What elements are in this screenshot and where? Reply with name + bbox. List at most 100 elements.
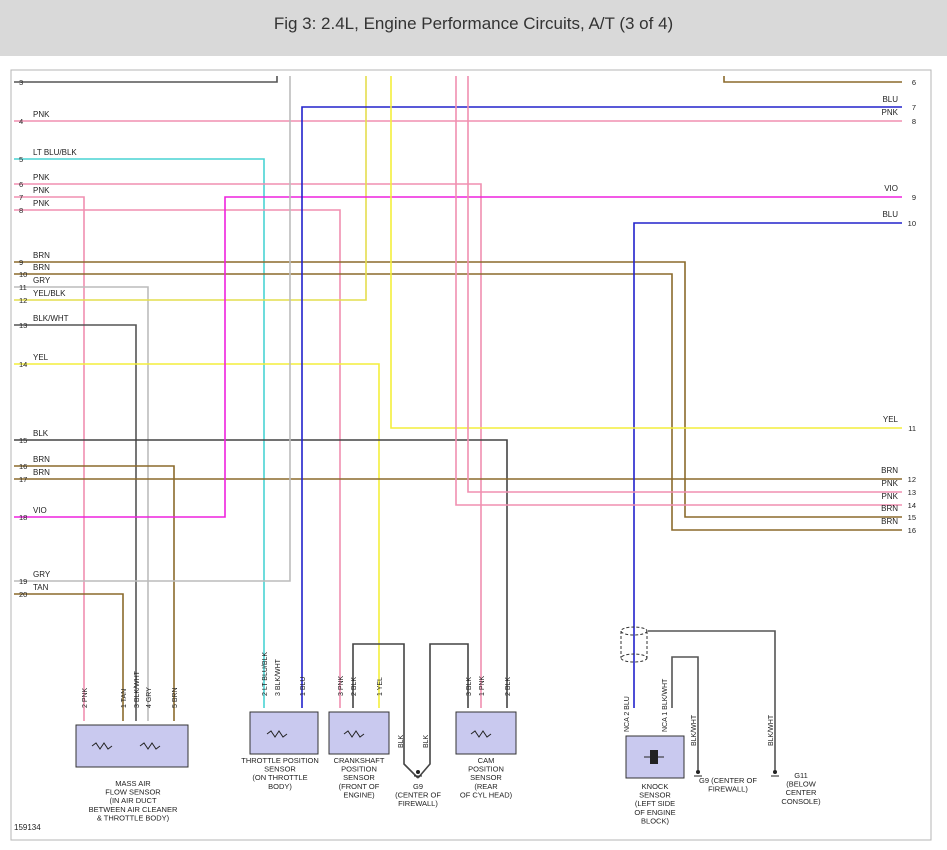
right-pin-number: 9 bbox=[912, 193, 916, 202]
wire-blu-7 bbox=[301, 106, 902, 708]
ckp-caption: POSITION bbox=[341, 765, 377, 774]
knock-caption: BLOCK) bbox=[641, 816, 669, 825]
tps-caption: SENSOR bbox=[264, 765, 296, 774]
left-pin-number: 19 bbox=[19, 577, 27, 586]
wire-blkwht-shield bbox=[648, 630, 776, 770]
g11-caption: (BELOW bbox=[786, 780, 817, 789]
left-pin-number: 18 bbox=[19, 513, 27, 522]
figure-header: Fig 3: 2.4L, Engine Performance Circuits… bbox=[0, 0, 947, 56]
cmp-caption: SENSOR bbox=[470, 773, 502, 782]
left-wire-label: GRY bbox=[33, 570, 51, 579]
wire-pnk-6 bbox=[14, 183, 482, 708]
right-wire-label: BRN bbox=[881, 517, 898, 526]
knock-sensor-box bbox=[625, 735, 685, 779]
right-wire-label: BLU bbox=[882, 210, 898, 219]
wire-yel-14 bbox=[14, 363, 380, 708]
left-wire-label: TAN bbox=[33, 583, 49, 592]
g11-ground-symbol bbox=[773, 770, 777, 774]
wire-blkwht-3 bbox=[14, 76, 278, 83]
knock-caption: SENSOR bbox=[639, 791, 671, 800]
blk-wire-label-a: BLK bbox=[398, 734, 405, 748]
left-wire-label: PNK bbox=[33, 199, 50, 208]
wire-pnk-14 bbox=[455, 76, 902, 506]
left-wire-label: VIO bbox=[33, 506, 47, 515]
cmp-pin-label: 2 BLK bbox=[505, 677, 512, 696]
wire-blu-10 bbox=[633, 222, 902, 708]
left-wire-label: GRY bbox=[33, 276, 51, 285]
right-wire-label: PNK bbox=[882, 479, 899, 488]
blk-wire-label-b: BLK bbox=[423, 734, 430, 748]
maf-resistor-right bbox=[139, 742, 161, 750]
figure-id: 159134 bbox=[14, 823, 41, 832]
left-pin-number: 13 bbox=[19, 321, 27, 330]
tps-pin-label: 3 BLK/WHT bbox=[275, 658, 282, 696]
ckp-pin-label: 2 BLK bbox=[351, 677, 358, 696]
blkwht-wire-label-b: BLK/WHT bbox=[768, 714, 775, 746]
right-pin-number: 11 bbox=[908, 424, 916, 433]
wire-vio-18-9 bbox=[14, 196, 902, 518]
left-wire-label: YEL bbox=[33, 353, 49, 362]
wire-blk-15 bbox=[14, 439, 508, 708]
wire-blkwht-13 bbox=[14, 324, 137, 721]
wire-brn-16 bbox=[14, 465, 175, 721]
left-wire-label: BRN bbox=[33, 263, 50, 272]
right-pin-number: 16 bbox=[908, 526, 916, 535]
cmp-caption: POSITION bbox=[468, 765, 504, 774]
ckp-sensor-box bbox=[328, 711, 390, 755]
g9b-caption: FIREWALL) bbox=[708, 785, 748, 794]
g11-caption: CONSOLE) bbox=[781, 797, 821, 806]
right-wire-label: VIO bbox=[884, 184, 898, 193]
left-wire-label: BRN bbox=[33, 455, 50, 464]
g9b-caption: G9 (CENTER OF bbox=[699, 776, 757, 785]
right-pin-number: 15 bbox=[908, 513, 916, 522]
ckp-caption: ENGINE) bbox=[343, 790, 375, 799]
left-pin-number: 4 bbox=[19, 117, 23, 126]
right-wire-label: PNK bbox=[882, 108, 899, 117]
left-wire-label: BRN bbox=[33, 251, 50, 260]
left-wire-label: LT BLU/BLK bbox=[33, 148, 77, 157]
right-wire-label: BRN bbox=[881, 466, 898, 475]
g9-caption: (CENTER OF bbox=[395, 791, 441, 800]
left-wire-label: BLK/WHT bbox=[33, 314, 69, 323]
maf-pin-label: 5 BRN bbox=[172, 687, 179, 708]
wire-tan-20 bbox=[14, 593, 124, 721]
right-pin-number: 10 bbox=[908, 219, 916, 228]
wire-brn-6 bbox=[723, 76, 902, 83]
left-pin-number: 20 bbox=[19, 590, 27, 599]
ckp-potentiometer bbox=[343, 730, 365, 738]
wire-pnk-13 bbox=[467, 76, 902, 493]
tps-caption: BODY) bbox=[268, 782, 292, 791]
figure-title: Fig 3: 2.4L, Engine Performance Circuits… bbox=[273, 14, 674, 33]
left-pin-number: 11 bbox=[19, 283, 27, 292]
maf-sensor-box bbox=[75, 724, 189, 768]
ckp-caption: (FRONT OF bbox=[339, 782, 380, 791]
tps-caption: (ON THROTTLE bbox=[252, 773, 307, 782]
left-pin-number: 9 bbox=[19, 258, 23, 267]
tps-potentiometer bbox=[266, 730, 288, 738]
ckp-caption: SENSOR bbox=[343, 773, 375, 782]
left-pin-number: 16 bbox=[19, 462, 27, 471]
g11-caption: CENTER bbox=[786, 788, 817, 797]
left-wire-label: YEL/BLK bbox=[33, 289, 66, 298]
maf-resistor-left bbox=[91, 742, 113, 750]
left-wire-label: BLK bbox=[33, 429, 49, 438]
maf-caption: (IN AIR DUCT bbox=[109, 796, 157, 805]
tps-caption: THROTTLE POSITION bbox=[241, 756, 319, 765]
wire-group bbox=[14, 76, 902, 779]
left-pin-number: 7 bbox=[19, 193, 23, 202]
diagram-border bbox=[10, 69, 932, 841]
right-pin-number: 8 bbox=[912, 117, 916, 126]
wire-blk-cmp-ground bbox=[417, 643, 469, 779]
right-wire-label: YEL bbox=[883, 415, 899, 424]
left-pin-number: 17 bbox=[19, 475, 27, 484]
left-wire-label: BRN bbox=[33, 468, 50, 477]
left-pin-number: 14 bbox=[19, 360, 27, 369]
left-pin-number: 8 bbox=[19, 206, 23, 215]
right-pin-number: 7 bbox=[912, 103, 916, 112]
knock-pin-label: NCA 2 BLU bbox=[624, 696, 631, 732]
blkwht-wire-label-a: BLK/WHT bbox=[691, 714, 698, 746]
left-pin-number: 15 bbox=[19, 436, 27, 445]
